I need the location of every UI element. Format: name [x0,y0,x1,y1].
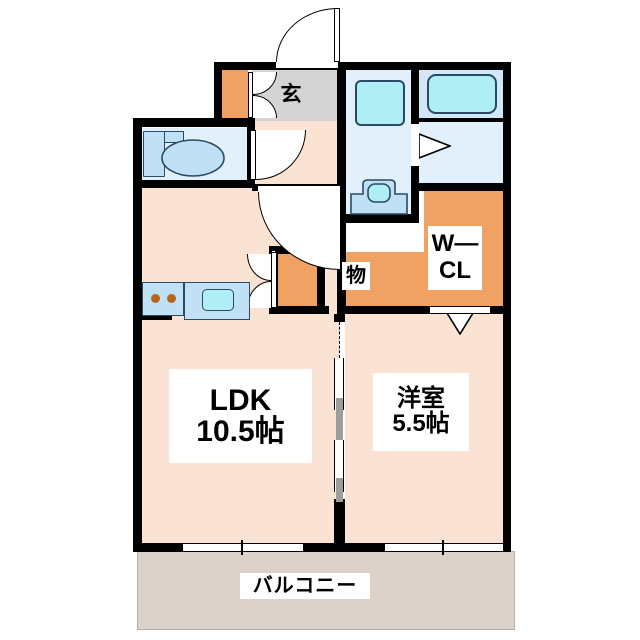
wall-washroom-bottom [133,180,255,188]
wall-bottom-outer [133,543,511,552]
partition-slab-a[interactable] [336,398,343,446]
kitchen-stove-unit [142,282,184,316]
ldk-window-mullion [241,540,243,555]
balcony-label: バルコニー [240,573,370,599]
wall-washroom-top [133,118,254,127]
bath-door-fold-symbol[interactable] [419,132,451,160]
washroom-door-leaf[interactable] [250,130,256,180]
washbasin-bowl-icon [161,139,225,177]
partition-dashed-line [339,322,340,358]
wall-sanitary-bottom [321,214,419,223]
storage-label: 物 [342,262,370,290]
wall-top [214,62,511,70]
vanity-mirror-cabinet [164,131,184,143]
wall-bath-left [411,62,419,124]
shoe-cabinet [222,70,248,119]
storage-door-jamb[interactable] [271,252,277,308]
front-door-swing-arc[interactable] [276,8,338,62]
bathtub-icon [427,74,497,114]
front-door-opening [276,58,338,68]
ldk-door-opening [258,186,340,192]
bedroom-label-plate: 洋室 5.5帖 [373,373,469,451]
wall-closet-top [419,183,511,191]
wall-entrance-left [214,62,222,124]
bedroom-balcony-window[interactable] [385,543,503,552]
walkin-closet-line1: W— [431,230,479,258]
ldk-label-plate: LDK 10.5帖 [169,369,312,463]
stove-burner-right [167,294,176,303]
front-door-leaf[interactable] [334,8,340,62]
wall-storage-right [317,246,325,314]
walkin-closet-line2: CL [439,257,471,284]
ldk-name: LDK [209,383,272,417]
wall-hall-left-upper [247,118,255,130]
wall-partition-top-stub [334,314,345,322]
genkan-dashed-line [342,70,343,190]
wall-genkan-right [337,62,346,192]
bedroom-name: 洋室 [397,385,445,413]
walkin-closet-fold-symbol[interactable] [446,313,474,335]
wall-left-outer [133,118,142,552]
walkin-closet-label-plate: W— CL [428,226,482,290]
ldk-size: 10.5帖 [196,415,285,448]
walkin-closet-door-opening [430,306,490,314]
bath-door-opening [411,124,420,166]
partition-slider-upper[interactable] [334,358,344,410]
wall-bath-divider [419,118,503,122]
shoe-cabinet-door-leaf[interactable] [248,72,253,118]
ldk-balcony-window[interactable] [183,543,303,552]
wall-closet-bottom [337,306,511,314]
kitchen-sink-basin [202,289,234,311]
washer-pan-icon [355,80,405,126]
toilet-icon [350,179,408,215]
stove-burner-left [151,294,160,303]
wall-hall-right [337,192,346,312]
bedroom-window-mullion [442,540,444,555]
wall-partition-bottom-stub [334,499,345,551]
wall-storage-bottom [269,306,329,314]
bath-antechamber-floor [419,121,507,187]
wall-bath-left-lower [411,165,419,220]
entrance-label: 玄 [280,83,302,107]
partition-slider-lower[interactable] [334,440,344,492]
partition-slab-b[interactable] [336,478,343,502]
bedroom-size: 5.5帖 [392,410,450,437]
